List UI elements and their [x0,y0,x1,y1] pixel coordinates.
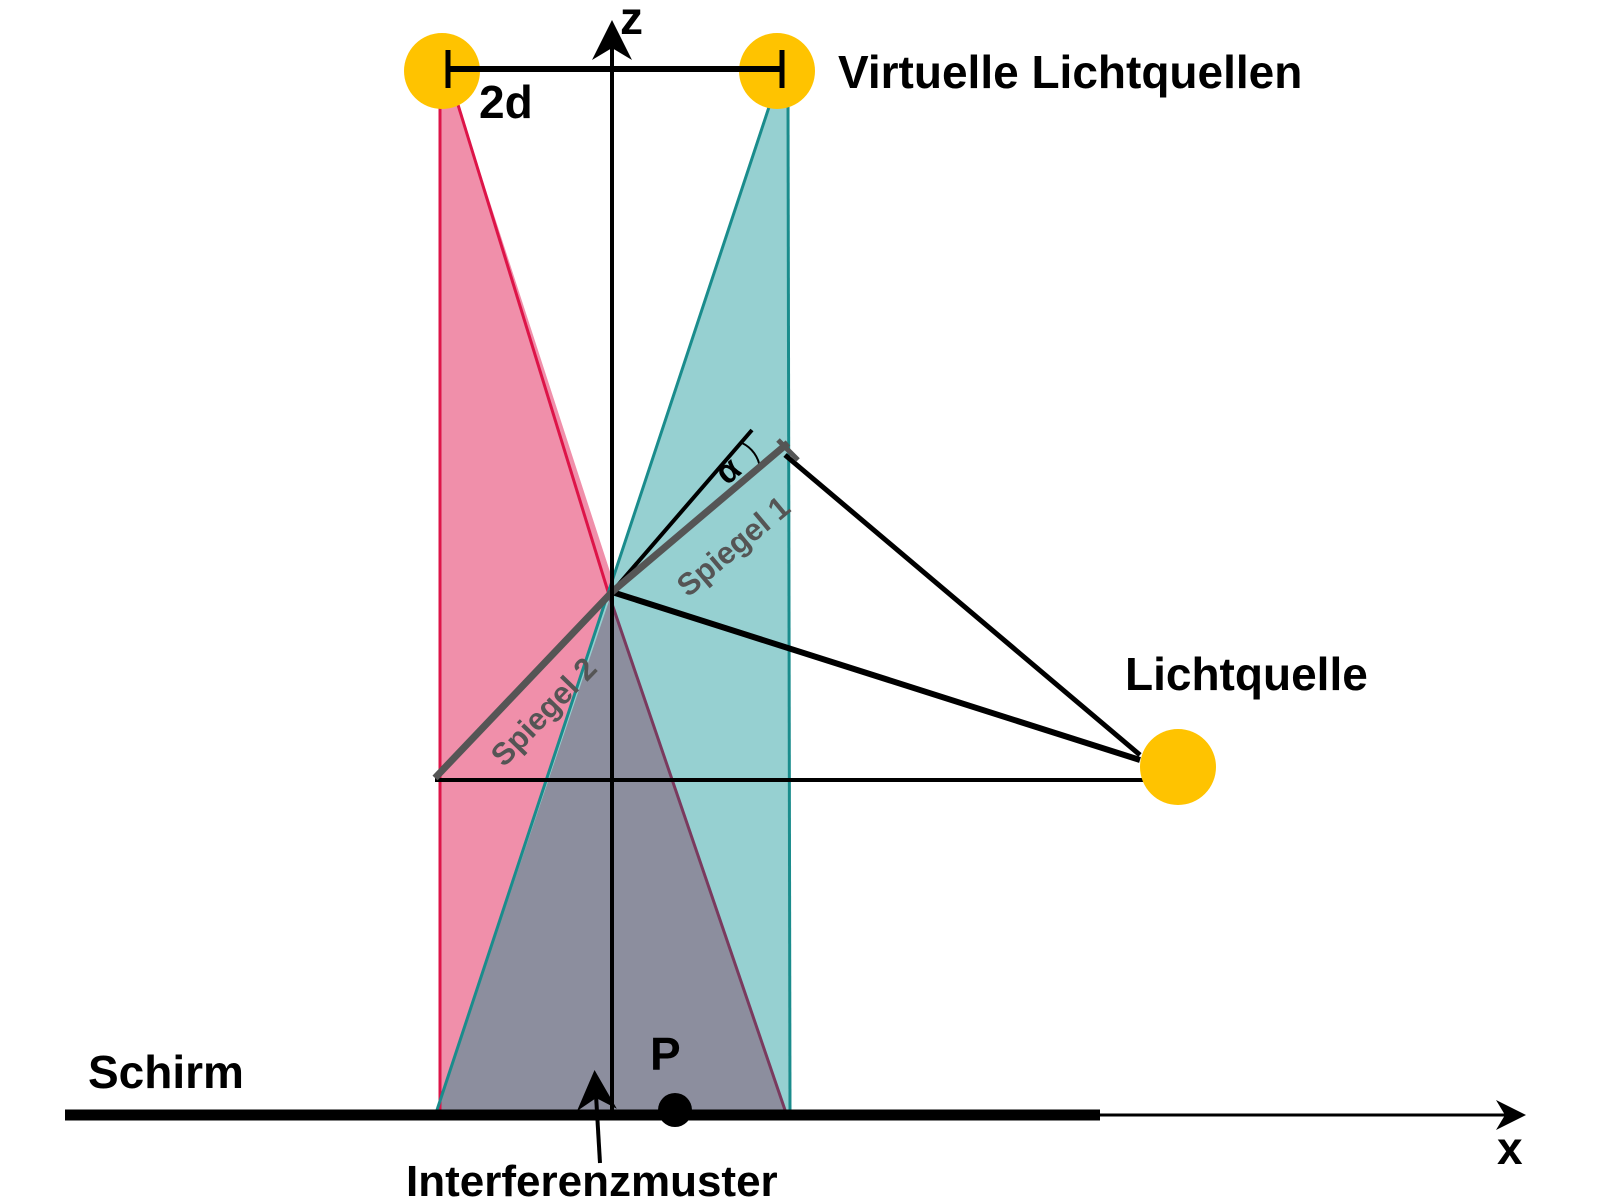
point-p-marker [658,1093,692,1127]
z-axis-label: z [620,0,643,44]
ray-to-mirror-1-end [783,453,1142,757]
virtual-sources-label: Virtuelle Lichtquellen [838,46,1302,98]
point-p-label: P [650,1028,681,1080]
separation-label: 2d [479,76,533,128]
interference-pattern-arrow [576,1070,617,1164]
screen-label: Schirm [88,1046,244,1098]
mirror-1-end-tick [776,438,800,462]
mirror-2 [432,589,615,781]
beam-left-edge-inner-top [453,94,612,599]
light-source-label: Lichtquelle [1125,648,1368,700]
beam-left-edge-inner-bottom [608,597,787,1111]
virtual-source-left [404,33,480,109]
x-axis-label: x [1497,1122,1523,1174]
interference-pattern-label: Interferenzmuster [406,1157,778,1200]
mirror-1-reference-line [610,428,754,594]
beam-right-edge-outer [786,94,792,1111]
mirror-1 [609,440,791,595]
light-source [1140,729,1216,805]
ray-to-mirror-vertex [611,589,1141,763]
